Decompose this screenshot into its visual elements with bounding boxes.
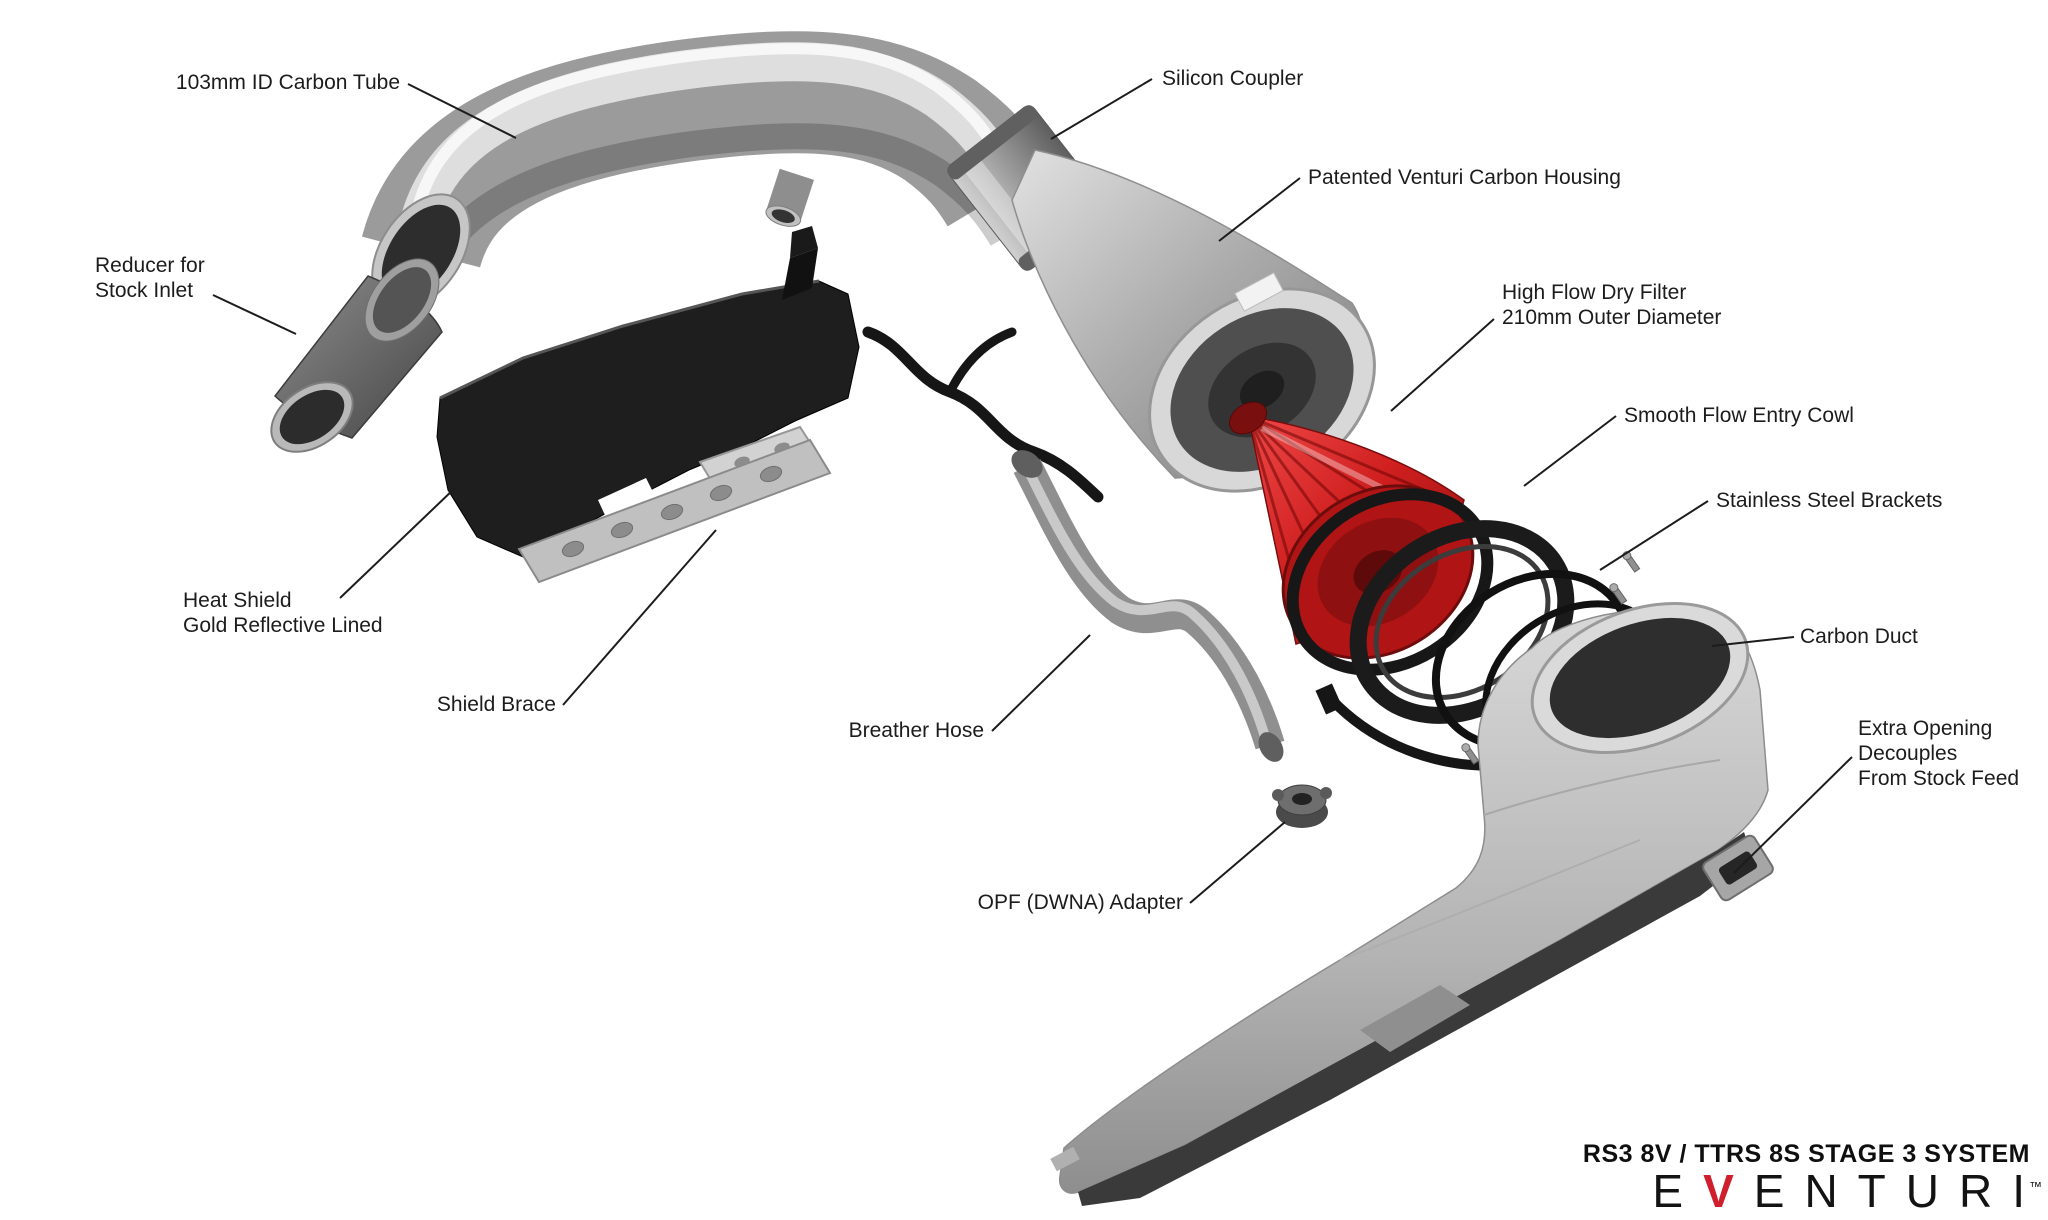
label-reducer: Reducer for Stock Inlet <box>95 253 205 303</box>
brand-letters-rest: ENTURI <box>1753 1165 2045 1217</box>
label-silicon-coupler: Silicon Coupler <box>1162 67 1304 90</box>
leader-lines <box>212 78 1853 904</box>
dry-filter-part <box>1228 401 1494 676</box>
heat-shield-part <box>436 226 860 558</box>
label-carbon-tube: 103mm ID Carbon Tube <box>175 71 400 94</box>
opf-adapter-part <box>1272 784 1332 828</box>
leader-extra-opening <box>1733 756 1853 874</box>
leader-silicon-coupler <box>1050 78 1153 140</box>
label-brackets: Stainless Steel Brackets <box>1716 489 1943 512</box>
label-opf-adapter: OPF (DWNA) Adapter <box>977 891 1183 914</box>
mounting-bracket-part <box>862 326 1104 510</box>
label-dry-filter-line2: 210mm Outer Diameter <box>1502 306 1722 329</box>
label-venturi-housing: Patented Venturi Carbon Housing <box>1308 166 1621 189</box>
label-dry-filter: High Flow Dry Filter 210mm Outer Diamete… <box>1502 280 1721 330</box>
shield-brace-part <box>517 425 832 584</box>
label-dry-filter-line1: High Flow Dry Filter <box>1502 281 1687 304</box>
label-extra-opening-line3: From Stock Feed <box>1858 767 2020 790</box>
label-carbon-duct: Carbon Duct <box>1800 625 1918 648</box>
leader-heat-shield <box>339 487 456 599</box>
label-shield-brace: Shield Brace <box>436 693 556 716</box>
leader-opf-adapter <box>1189 821 1286 904</box>
leader-venturi-housing <box>1218 177 1301 242</box>
label-extra-opening: Extra Opening Decouples From Stock Feed <box>1858 716 2019 791</box>
label-reducer-line1: Reducer for <box>95 254 205 277</box>
brand-trademark: ™ <box>2029 1178 2042 1194</box>
reducer-part <box>270 258 443 453</box>
breather-hose-part <box>1011 450 1285 762</box>
carbon-tube-part <box>361 31 1053 311</box>
leader-entry-cowl <box>1523 415 1617 487</box>
label-breather-hose: Breather Hose <box>848 719 984 742</box>
label-heat-shield: Heat Shield Gold Reflective Lined <box>183 588 383 638</box>
label-extra-opening-line1: Extra Opening <box>1858 717 1993 740</box>
tube-branch-port <box>765 168 814 227</box>
housing-sticker <box>1234 272 1284 312</box>
brand-letter-v: V <box>1703 1165 1754 1217</box>
carbon-duct-part <box>1050 601 1774 1206</box>
leader-breather-hose <box>991 634 1091 732</box>
brand-letter-e: E <box>1652 1165 1704 1217</box>
label-reducer-line2: Stock Inlet <box>95 279 194 302</box>
label-extra-opening-line2: Decouples <box>1858 742 1958 765</box>
venturi-housing-part <box>1011 149 1376 493</box>
label-entry-cowl: Smooth Flow Entry Cowl <box>1624 404 1854 427</box>
leader-carbon-duct <box>1711 636 1795 647</box>
leader-brackets <box>1599 500 1709 571</box>
leader-dry-filter <box>1390 318 1495 412</box>
brand-logo: EVENTURI™ <box>1652 1164 2042 1218</box>
leader-shield-brace <box>562 529 717 706</box>
system-title: RS3 8V / TTRS 8S STAGE 3 SYSTEM <box>1582 1140 2030 1168</box>
label-heat-shield-line2: Gold Reflective Lined <box>183 614 383 637</box>
label-heat-shield-line1: Heat Shield <box>183 589 292 612</box>
leader-carbon-tube <box>407 83 517 139</box>
leader-reducer <box>212 294 297 335</box>
